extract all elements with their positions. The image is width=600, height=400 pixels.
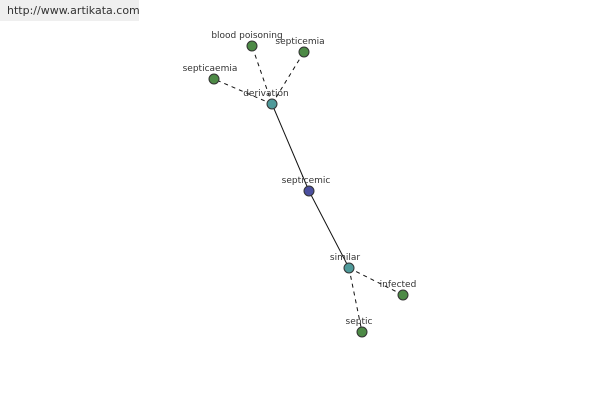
edge-septicemic-similar — [308, 190, 350, 269]
node-label-infected[interactable]: infected — [380, 280, 417, 290]
edge-derivation-septicaemia — [213, 78, 273, 105]
node-circle-infected[interactable] — [397, 289, 409, 301]
node-similar[interactable]: similar — [330, 253, 360, 274]
node-label-septicemic[interactable]: septicemic — [282, 176, 331, 186]
node-septic[interactable]: septic — [346, 317, 373, 338]
node-label-blood-poisoning[interactable]: blood poisoning — [211, 31, 282, 41]
node-septicemic[interactable]: septicemic — [282, 176, 331, 197]
node-infected[interactable]: infected — [380, 280, 417, 301]
edges-layer — [213, 45, 404, 333]
node-label-septic[interactable]: septic — [346, 317, 373, 327]
node-blood-poisoning[interactable]: blood poisoning — [211, 31, 283, 52]
node-septicaemia[interactable]: septicaemia — [183, 64, 238, 85]
node-label-septicaemia[interactable]: septicaemia — [183, 64, 238, 74]
node-circle-derivation[interactable] — [266, 98, 278, 110]
edge-similar-infected — [348, 267, 404, 296]
node-label-similar[interactable]: similar — [330, 253, 360, 263]
nodes-layer: septicemic derivation similar blood poisoni… — [183, 31, 417, 338]
node-circle-blood-poisoning[interactable] — [246, 40, 258, 52]
node-circle-septicaemia[interactable] — [208, 73, 220, 85]
edge-derivation-septicemia — [271, 51, 305, 105]
node-circle-septicemic[interactable] — [303, 185, 315, 197]
site-url-banner[interactable]: http://www.artikata.com — [0, 0, 140, 21]
node-label-derivation[interactable]: derivation — [243, 89, 289, 99]
edge-derivation-blood-poisoning — [251, 45, 273, 105]
edge-septicemic-derivation — [271, 103, 310, 192]
node-circle-similar[interactable] — [343, 262, 355, 274]
node-label-septicemia[interactable]: septicemia — [275, 37, 324, 47]
node-circle-septic[interactable] — [356, 326, 368, 338]
node-circle-septicemia[interactable] — [298, 46, 310, 58]
edge-similar-septic — [348, 267, 363, 333]
node-septicemia[interactable]: septicemia — [275, 37, 325, 58]
node-derivation[interactable]: derivation — [243, 89, 289, 110]
